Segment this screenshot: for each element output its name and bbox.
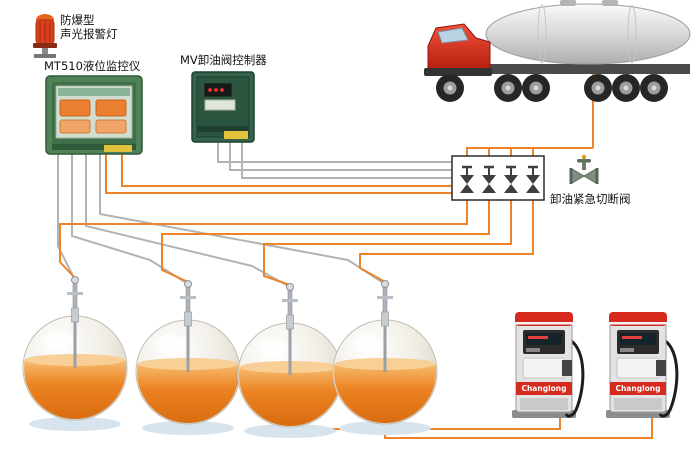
truck-wheels (436, 74, 668, 102)
signal-line (85, 154, 291, 288)
controller-indicator-window (204, 83, 232, 97)
alarm-label-line2: 声光报警灯 (60, 27, 118, 41)
signal-line (217, 142, 452, 163)
valve-controller-device (191, 71, 255, 143)
product-line (263, 200, 512, 286)
signal-line (57, 154, 76, 281)
signal-line (241, 142, 452, 179)
alarm-beacon (33, 14, 57, 58)
connection-lines (57, 70, 653, 439)
valve-controller-label: MV卸油阀控制器 (180, 53, 267, 67)
truck-window (437, 27, 469, 44)
signal-line (229, 142, 452, 171)
alarm-label-line1: 防爆型 (60, 13, 95, 27)
fuel-dispenser-1 (510, 310, 585, 420)
truck-tank (485, 3, 691, 65)
emergency-valve-label: 卸油紧急切断阀 (550, 192, 631, 206)
storage-tank-2 (136, 281, 240, 436)
fuel-dispenser-2 (604, 310, 679, 420)
tanker-truck (424, 0, 691, 102)
product-line (59, 200, 468, 279)
controller-tag (224, 131, 248, 139)
valve-manifold (451, 155, 545, 201)
emergency-shutoff-valve (569, 154, 599, 184)
product-line (161, 200, 490, 283)
dispenser-brand-label: Changlong (615, 384, 660, 393)
storage-tank-3 (238, 284, 342, 439)
control-line (121, 154, 452, 187)
signal-line (71, 154, 189, 285)
storage-tank-1 (23, 277, 127, 432)
control-line (105, 154, 452, 194)
product-line (359, 200, 534, 283)
storage-tank-4 (333, 281, 437, 436)
monitor-tag (104, 145, 132, 152)
dispenser-brand-label: Changlong (521, 384, 566, 393)
level-monitor-device (45, 75, 143, 155)
level-monitor-label: MT510液位监控仪 (44, 59, 141, 73)
